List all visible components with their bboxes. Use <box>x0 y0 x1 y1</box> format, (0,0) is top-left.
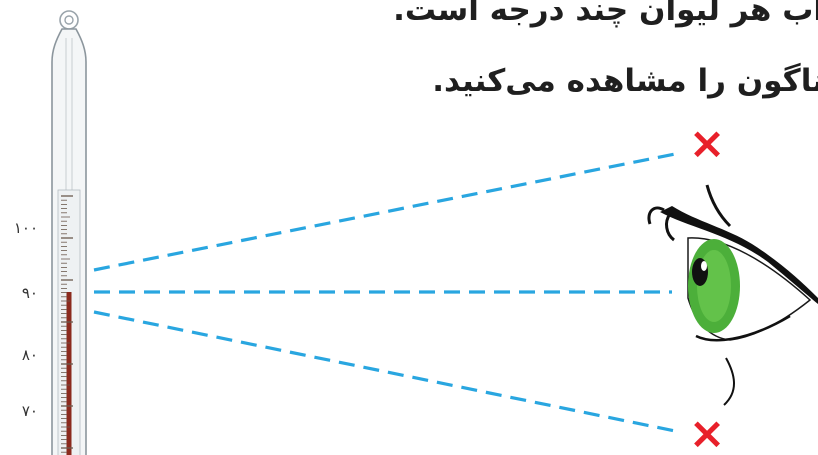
scale-label-90: ۹۰ <box>22 284 38 302</box>
scale-label-80: ۸۰ <box>22 346 38 364</box>
scale-label-100: ۱۰۰ <box>14 219 38 237</box>
instruction-line-2: ناگون را مشاهده می‌کنید. <box>432 63 818 99</box>
sight-line-upper <box>93 151 681 272</box>
scale-label-70: ۷۰ <box>22 402 38 420</box>
sight-line-lower <box>93 310 681 434</box>
instruction-line-1: آب هر لیوان چند درجه است. <box>393 0 818 28</box>
cheek-line <box>723 357 735 406</box>
eye-highlight <box>701 261 707 271</box>
mercury-column <box>66 292 72 455</box>
wrong-marker-top: × <box>689 118 726 169</box>
wrong-marker-bottom: × <box>689 408 726 455</box>
eye-icon <box>647 184 818 406</box>
upper-eyelid <box>660 206 818 304</box>
scale-labels: ۱۰۰ ۹۰ ۸۰ ۷۰ <box>14 219 38 420</box>
thermometer <box>51 10 87 455</box>
eyebrow <box>705 184 732 228</box>
thermometer-ticks <box>61 195 73 453</box>
thermometer-top-loop <box>59 10 79 30</box>
lower-eyelid <box>695 314 791 342</box>
eyelashes <box>647 206 675 242</box>
sight-lines <box>93 151 681 434</box>
